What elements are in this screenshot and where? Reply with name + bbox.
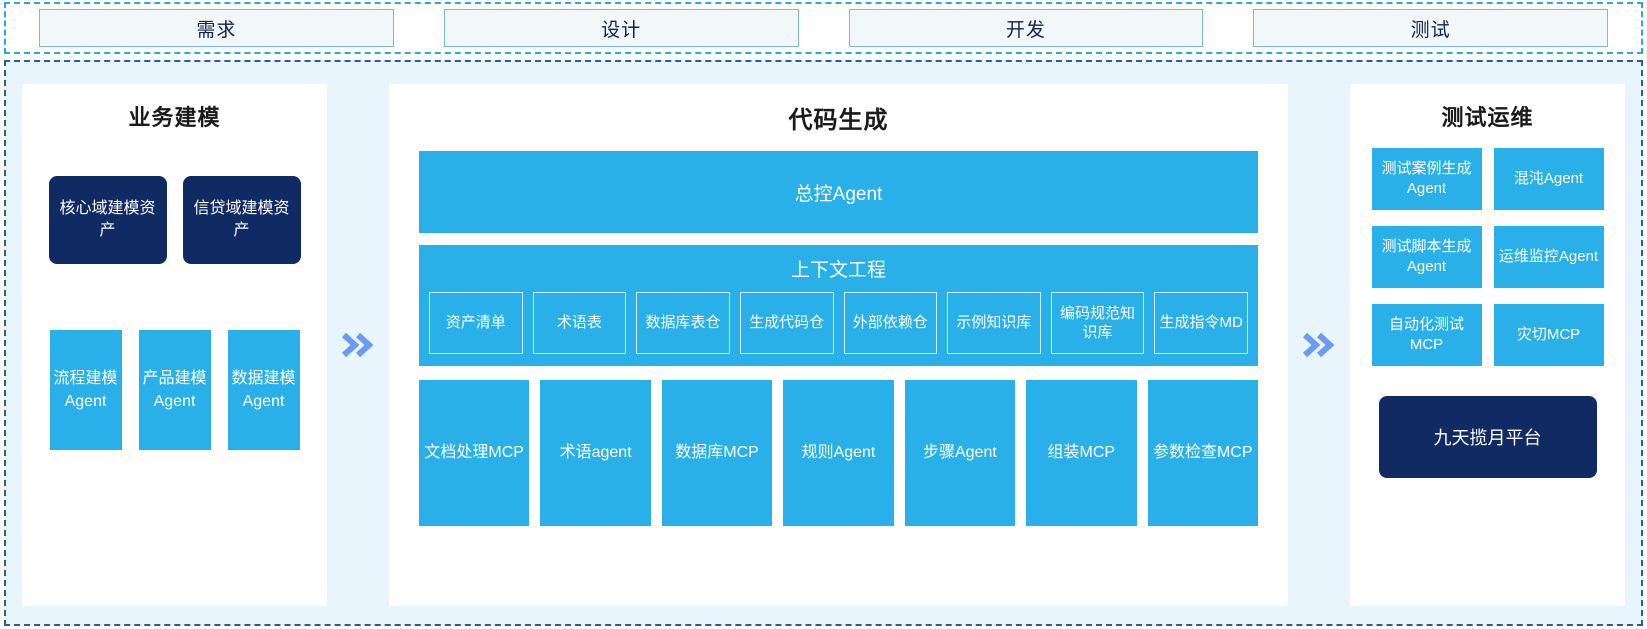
stage-box-testing[interactable]: 测试 [1253,9,1608,47]
agent-card-label: 数据建模Agent [231,369,296,410]
double-chevron-right-icon [1302,332,1335,358]
ops-card-label: 运维监控Agent [1498,247,1599,265]
stage-label: 需求 [196,19,237,41]
tool-card-document-processing-mcp[interactable]: 文档处理MCP [419,380,530,526]
context-item-label: 术语表 [556,314,602,332]
panel-test-operations: 测试运维 测试案例生成Agent 混沌Agent 测试脚本生成Agent 运维监 [1350,84,1625,606]
tool-card-rule-agent[interactable]: 规则Agent [783,380,894,526]
ops-card-row: 自动化测试MCP 灾切MCP [1362,304,1613,366]
ops-card-row: 测试脚本生成Agent 运维监控Agent [1362,226,1613,288]
agent-card-product-modeling[interactable]: 产品建模Agent [138,330,211,450]
platform-card-jiutian-lanyue[interactable]: 九天揽月平台 [1378,396,1597,478]
stage-label: 开发 [1005,19,1046,41]
tool-card-database-mcp[interactable]: 数据库MCP [661,380,773,526]
tool-card-row: 文档处理MCP 术语agent 数据库MCP 规则Agent 步骤Agent 组… [419,380,1258,526]
context-item-label: 生成指令MD [1159,314,1243,332]
modeling-agent-row: 流程建模Agent 产品建模Agent 数据建模Agent [34,330,315,450]
tool-card-assembly-mcp[interactable]: 组装MCP [1026,380,1137,526]
tool-card-step-agent[interactable]: 步骤Agent [904,380,1016,526]
context-item-generation-instruction-md[interactable]: 生成指令MD [1154,292,1248,354]
context-item-db-table-repo[interactable]: 数据库表仓 [636,292,730,354]
controller-agent-bar[interactable]: 总控Agent [419,151,1258,233]
ops-card-label: 灾切MCP [1516,325,1581,343]
panel-title-test-operations: 测试运维 [1441,105,1534,130]
panel-title-business-modeling: 业务建模 [128,105,221,130]
context-item-glossary[interactable]: 术语表 [532,292,627,354]
context-item-label: 外部依赖仓 [852,314,928,332]
tool-card-label: 规则Agent [801,443,876,461]
tool-card-parameter-check-mcp[interactable]: 参数检查MCP [1147,380,1258,526]
agent-card-data-modeling[interactable]: 数据建模Agent [227,330,300,450]
stage-strip: 需求 设计 开发 测试 [4,2,1643,54]
ops-card-chaos-agent[interactable]: 混沌Agent [1493,148,1604,210]
stage-box-requirement[interactable]: 需求 [39,9,394,47]
context-item-label: 编码规范知识库 [1060,304,1136,342]
panel-title-code-generation: 代码生成 [788,107,889,134]
panel-business-modeling: 业务建模 核心域建模资产 信贷域建模资产 流程建模Agent 产品建模Agent… [22,84,327,606]
context-item-label: 生成代码仓 [749,314,825,332]
agent-card-label: 流程建模Agent [53,369,118,410]
double-chevron-right-icon [341,332,374,358]
controller-agent-label: 总控Agent [794,183,883,205]
flow-arrow-right [1288,84,1350,606]
context-item-label: 数据库表仓 [645,314,721,332]
ops-card-label: 测试脚本生成Agent [1381,237,1472,275]
asset-card-row: 核心域建模资产 信贷域建模资产 [34,176,315,264]
stage-box-design[interactable]: 设计 [443,9,799,47]
agent-card-label: 产品建模Agent [142,369,207,410]
context-item-example-knowledge-base[interactable]: 示例知识库 [947,292,1041,354]
tool-card-label: 步骤Agent [922,443,997,461]
context-item-row: 资产清单 术语表 数据库表仓 生成代码仓 外部依赖仓 示例知 [429,292,1248,354]
ops-card-label: 混沌Agent [1513,169,1584,187]
main-container: 业务建模 核心域建模资产 信贷域建模资产 流程建模Agent 产品建模Agent… [4,60,1643,626]
flow-arrow-left [327,84,389,606]
ops-card-test-case-generation-agent[interactable]: 测试案例生成Agent [1371,148,1482,210]
asset-card-label: 信贷域建模资产 [193,200,290,239]
tool-card-label: 术语agent [559,443,632,461]
context-item-asset-list[interactable]: 资产清单 [429,292,523,354]
ops-card-grid: 测试案例生成Agent 混沌Agent 测试脚本生成Agent 运维监控Agen… [1362,148,1613,366]
agent-card-process-modeling[interactable]: 流程建模Agent [49,330,122,450]
stage-label: 设计 [601,19,642,41]
context-engineering-block: 上下文工程 资产清单 术语表 数据库表仓 生成代码仓 外部依赖仓 [419,245,1258,366]
context-item-external-dependency-repo[interactable]: 外部依赖仓 [843,292,938,354]
ops-card-disaster-switch-mcp[interactable]: 灾切MCP [1493,304,1604,366]
context-item-coding-standard-knowledge-base[interactable]: 编码规范知识库 [1050,292,1145,354]
context-item-label: 示例知识库 [956,314,1032,332]
ops-card-test-script-generation-agent[interactable]: 测试脚本生成Agent [1371,226,1482,288]
tool-card-label: 文档处理MCP [424,443,524,461]
asset-card-core-domain[interactable]: 核心域建模资产 [48,176,167,264]
ops-card-automated-test-mcp[interactable]: 自动化测试MCP [1371,304,1482,366]
tool-card-label: 数据库MCP [675,443,759,461]
ops-card-row: 测试案例生成Agent 混沌Agent [1362,148,1613,210]
ops-card-label: 测试案例生成Agent [1381,159,1472,197]
tool-card-label: 组装MCP [1047,443,1116,461]
tool-card-label: 参数检查MCP [1152,443,1253,461]
ops-card-label: 自动化测试MCP [1388,315,1464,353]
panel-code-generation: 代码生成 总控Agent 上下文工程 资产清单 术语表 数据库表仓 [389,84,1288,606]
context-engineering-title: 上下文工程 [790,260,886,281]
platform-card-label: 九天揽月平台 [1433,428,1542,448]
context-item-generated-code-repo[interactable]: 生成代码仓 [739,292,834,354]
context-item-label: 资产清单 [445,314,506,332]
stage-label: 测试 [1410,19,1451,41]
tool-card-glossary-agent[interactable]: 术语agent [540,380,651,526]
asset-card-label: 核心域建模资产 [59,200,156,239]
ops-card-operations-monitoring-agent[interactable]: 运维监控Agent [1493,226,1604,288]
asset-card-credit-domain[interactable]: 信贷域建模资产 [182,176,301,264]
stage-box-development[interactable]: 开发 [848,9,1204,47]
